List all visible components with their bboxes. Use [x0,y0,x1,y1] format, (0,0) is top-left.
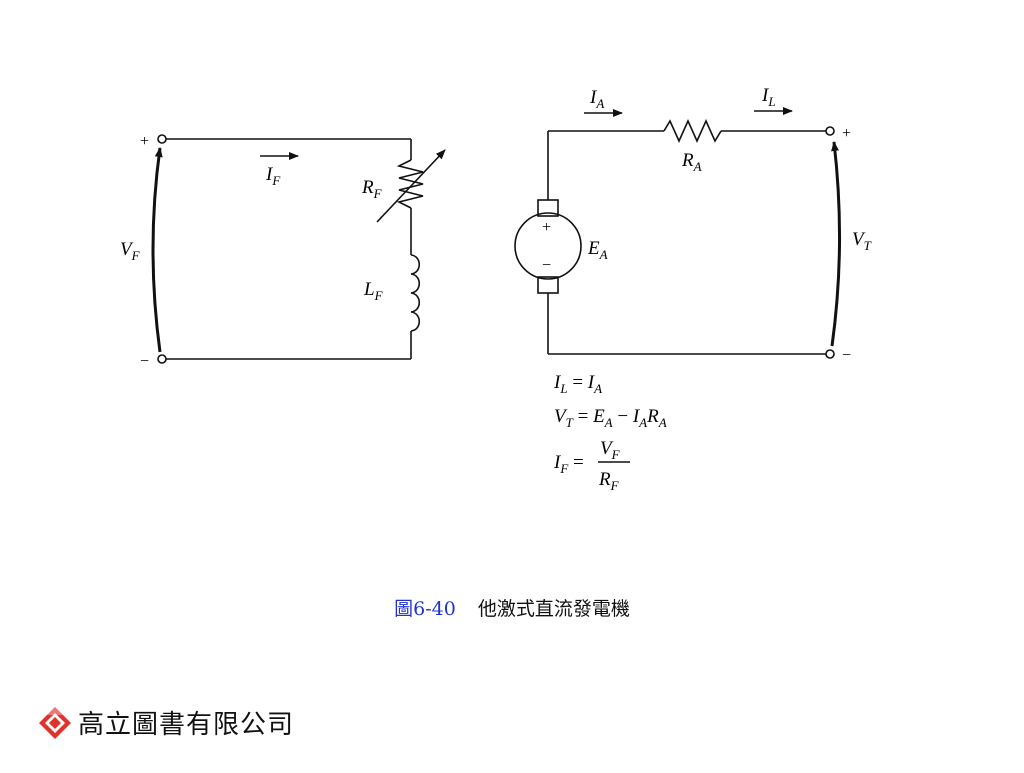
field-resistor-rf [396,159,424,209]
field-inductor-lf [410,254,421,332]
field-circuit [151,134,446,364]
if-label: IF [265,164,281,188]
equation-vt: VT = EA − IARA [554,406,667,430]
field-terminal-plus [157,134,167,144]
armature-circuit [514,107,842,359]
il-label: IL [761,85,776,109]
vt-label: VT [852,229,872,253]
generator-brush-top [537,199,559,217]
generator-plus-label: + [542,219,551,236]
publisher-logo-icon [39,706,71,739]
armature-resistor-ra [663,119,722,143]
equation-if-denominator: RF [598,469,620,493]
vf-label: VF [120,239,141,263]
armature-minus-label: − [842,347,851,364]
vt-arrow [830,141,842,347]
vf-arrow [151,147,163,353]
ia-label: IA [589,87,604,111]
rf-label: RF [361,177,383,201]
armature-terminal-plus [825,126,835,136]
publisher-footer: 高立圖書有限公司 [38,704,294,741]
figure-title: 他激式直流發電機 [477,598,630,620]
lf-label: LF [363,279,384,303]
field-minus-label: − [140,353,149,370]
field-terminal-minus [157,354,167,364]
armature-plus-label: + [842,125,851,142]
equations: IL = IA VT = EA − IARA IF = VF RF [553,372,667,493]
equation-il-ia: IL = IA [553,372,602,396]
rf-variable-arrow [376,149,446,223]
field-plus-label: + [140,133,149,150]
equation-if-lhs: IF = [553,452,584,476]
equation-if-numerator: VF [600,438,621,462]
generator-minus-label: − [542,257,551,274]
publisher-name: 高立圖書有限公司 [78,710,295,740]
figure-caption: 圖6-40 他激式直流發電機 [0,594,1024,621]
armature-terminal-minus [825,349,835,359]
figure-number: 圖6-40 [394,598,456,620]
ra-label: RA [681,150,702,174]
ea-label: EA [587,238,608,262]
generator-symbol [514,212,582,280]
